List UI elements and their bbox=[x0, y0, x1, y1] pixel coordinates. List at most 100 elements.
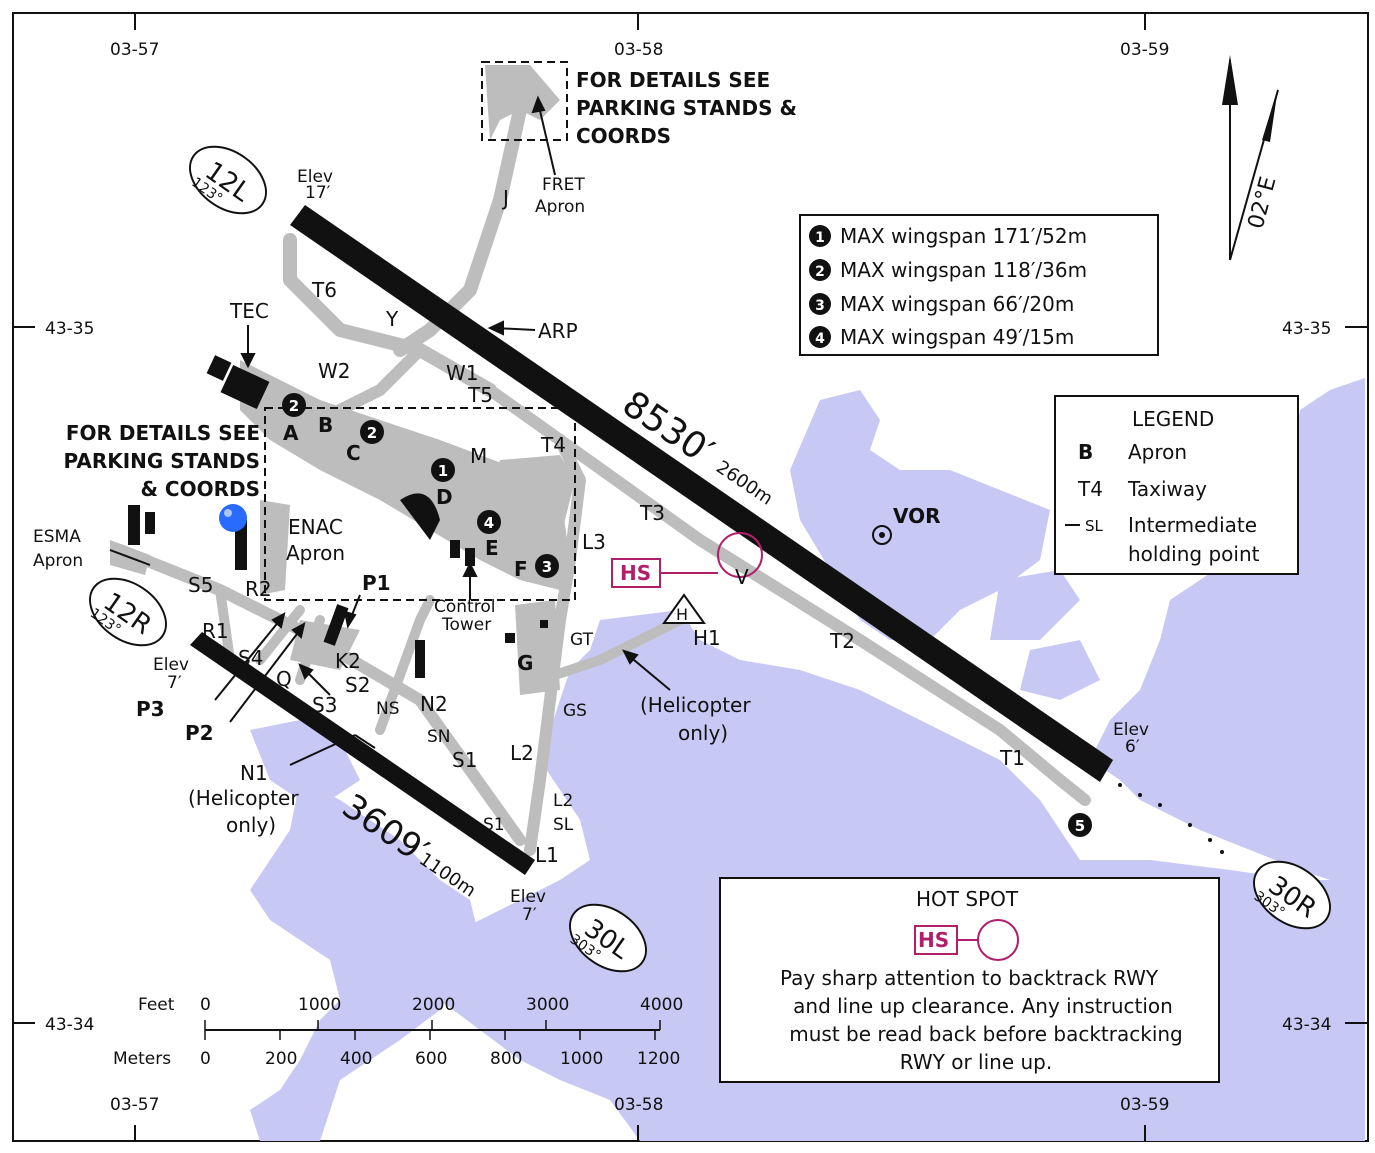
badge-2a: 2 bbox=[289, 397, 299, 415]
hotspot-text-2: and line up clearance. Any instruction bbox=[793, 994, 1173, 1018]
heli1-line1: (Helicopter bbox=[188, 786, 299, 810]
scale-m-1200: 1200 bbox=[637, 1049, 680, 1069]
scale-m-400: 400 bbox=[340, 1049, 372, 1069]
taxiway-s1-hold: S1 bbox=[483, 815, 505, 835]
tower-line1: Control bbox=[434, 597, 495, 617]
badge-5: 5 bbox=[1075, 817, 1085, 835]
taxiway-t6: T6 bbox=[311, 278, 337, 302]
taxiway-w2: W2 bbox=[318, 359, 351, 383]
lat-label-right-1: 43-35 bbox=[1282, 319, 1331, 339]
hotspot-box: HOT SPOT HS Pay sharp attention to backt… bbox=[719, 877, 1220, 1083]
details-note-left-line3: & COORDS bbox=[141, 477, 261, 501]
badge-1: 1 bbox=[438, 462, 448, 480]
hotspot-text-3: must be read back before backtracking bbox=[789, 1022, 1183, 1046]
details-box-main bbox=[264, 407, 576, 601]
runway-end-30l: 30L 303° bbox=[567, 903, 647, 973]
legend-text-holding: Intermediate bbox=[1128, 513, 1257, 537]
hotspot-title: HOT SPOT bbox=[916, 887, 1019, 911]
lon-label-top-2: 03-58 bbox=[614, 40, 663, 60]
elev-30r-label: Elev bbox=[1113, 720, 1149, 740]
scale-ft-3000: 3000 bbox=[526, 995, 569, 1015]
taxiway-s2: S2 bbox=[345, 673, 370, 697]
esma-line1: ESMA bbox=[33, 527, 81, 547]
holding-sl: SL bbox=[553, 815, 574, 835]
wingspan-num-3: 3 bbox=[815, 298, 825, 314]
wingspan-num-4: 4 bbox=[815, 331, 825, 347]
taxiway-l3: L3 bbox=[582, 530, 606, 554]
vor-icon bbox=[872, 525, 892, 545]
coord-ticks: 03-57 03-58 03-59 03-57 03-58 03-59 43-3… bbox=[13, 13, 1368, 1141]
taxiway-p2: P2 bbox=[185, 721, 214, 745]
hotspot-text-4: RWY or line up. bbox=[900, 1050, 1052, 1074]
wingspan-row-4: MAX wingspan 49′/15m bbox=[840, 325, 1074, 349]
lon-label-top-1: 03-57 bbox=[110, 40, 159, 60]
scale-ft-1000: 1000 bbox=[298, 995, 341, 1015]
taxiway-s3: S3 bbox=[312, 693, 337, 717]
fret-apron bbox=[485, 65, 560, 140]
scale-m-1000: 1000 bbox=[560, 1049, 603, 1069]
elev-12l-value: 17′ bbox=[305, 183, 331, 203]
details-note-left-line2: PARKING STANDS bbox=[64, 449, 260, 473]
wingspan-box: 1 MAX wingspan 171′/52m 2 MAX wingspan 1… bbox=[799, 214, 1159, 356]
legend-title: LEGEND bbox=[1132, 407, 1214, 431]
elev-12r-label: Elev bbox=[153, 655, 189, 675]
wingspan-row-2: MAX wingspan 118′/36m bbox=[840, 258, 1087, 282]
north-arrow: 02°E bbox=[1222, 55, 1281, 261]
taxiway-r1: R1 bbox=[202, 619, 229, 643]
taxiway-y: Y bbox=[385, 307, 399, 331]
details-note-left-line1: FOR DETAILS SEE bbox=[66, 421, 260, 445]
lat-label-left-2: 43-34 bbox=[45, 1015, 94, 1035]
badge-3: 3 bbox=[542, 558, 552, 576]
wingspan-num-2: 2 bbox=[815, 264, 825, 280]
taxiway-n2: N2 bbox=[420, 692, 448, 716]
vor-label: VOR bbox=[893, 504, 941, 528]
taxiways bbox=[114, 103, 1091, 856]
details-box-fret bbox=[481, 61, 568, 141]
apron-e: E bbox=[485, 536, 499, 560]
scale-m-600: 600 bbox=[415, 1049, 447, 1069]
holding-sn: SN bbox=[427, 727, 451, 747]
v-label: V bbox=[735, 565, 749, 589]
wingspan-num-1: 1 bbox=[815, 230, 825, 246]
scale-m-200: 200 bbox=[265, 1049, 297, 1069]
k2-apron bbox=[290, 620, 360, 670]
heli2-line1: (Helicopter bbox=[640, 693, 751, 717]
hotspot-badge: HS bbox=[918, 928, 949, 952]
badge-4: 4 bbox=[484, 514, 494, 532]
runway-main bbox=[290, 205, 1113, 782]
taxiway-t5: T5 bbox=[467, 383, 493, 407]
scale-bar: Feet Meters 0 1000 2000 3000 4000 0 200 … bbox=[113, 995, 683, 1069]
apron-badges: 2 2 1 4 3 5 bbox=[282, 393, 1092, 837]
lon-label-top-3: 03-59 bbox=[1120, 40, 1169, 60]
legend-text-holding-2: holding point bbox=[1128, 542, 1260, 566]
hotspot-text-1: Pay sharp attention to backtrack RWY bbox=[780, 966, 1159, 990]
apron-f: F bbox=[514, 557, 528, 581]
elev-30l-value: 7′ bbox=[522, 905, 537, 925]
north-arrow-icon bbox=[1222, 55, 1238, 105]
apron-m-island bbox=[490, 455, 575, 540]
taxiway-p1: P1 bbox=[362, 571, 391, 595]
runway-12r-30l bbox=[190, 632, 535, 875]
elev-30r-value: 6′ bbox=[1125, 737, 1140, 757]
h1-label: H1 bbox=[693, 626, 721, 650]
scale-ft-2000: 2000 bbox=[412, 995, 455, 1015]
heli1-line2: only) bbox=[226, 813, 276, 837]
hot-spot-marker: HS bbox=[611, 532, 763, 588]
approach-lights bbox=[1118, 783, 1224, 854]
runway-end-12r: 12R 123° bbox=[87, 577, 167, 647]
details-note-top-line3: COORDS bbox=[576, 124, 671, 148]
heli2-line2: only) bbox=[678, 721, 728, 745]
taxiway-p3: P3 bbox=[136, 697, 165, 721]
taxiway-t1: T1 bbox=[999, 746, 1025, 770]
g-apron bbox=[515, 600, 560, 695]
taxiway-gt: GT bbox=[570, 630, 594, 650]
taxiway-w1: W1 bbox=[446, 361, 479, 385]
legend-sym-taxiway: T4 bbox=[1077, 477, 1103, 501]
taxiway-l1: L1 bbox=[535, 843, 559, 867]
taxiway-t4: T4 bbox=[540, 433, 566, 457]
taxiway-s4: S4 bbox=[238, 646, 263, 670]
taxiway-k2: K2 bbox=[335, 649, 361, 673]
legend-box: LEGEND B Apron T4 Taxiway SL Intermediat… bbox=[1054, 395, 1299, 575]
scale-ft-4000: 4000 bbox=[640, 995, 683, 1015]
taxiway-l2-hold: L2 bbox=[553, 791, 573, 811]
